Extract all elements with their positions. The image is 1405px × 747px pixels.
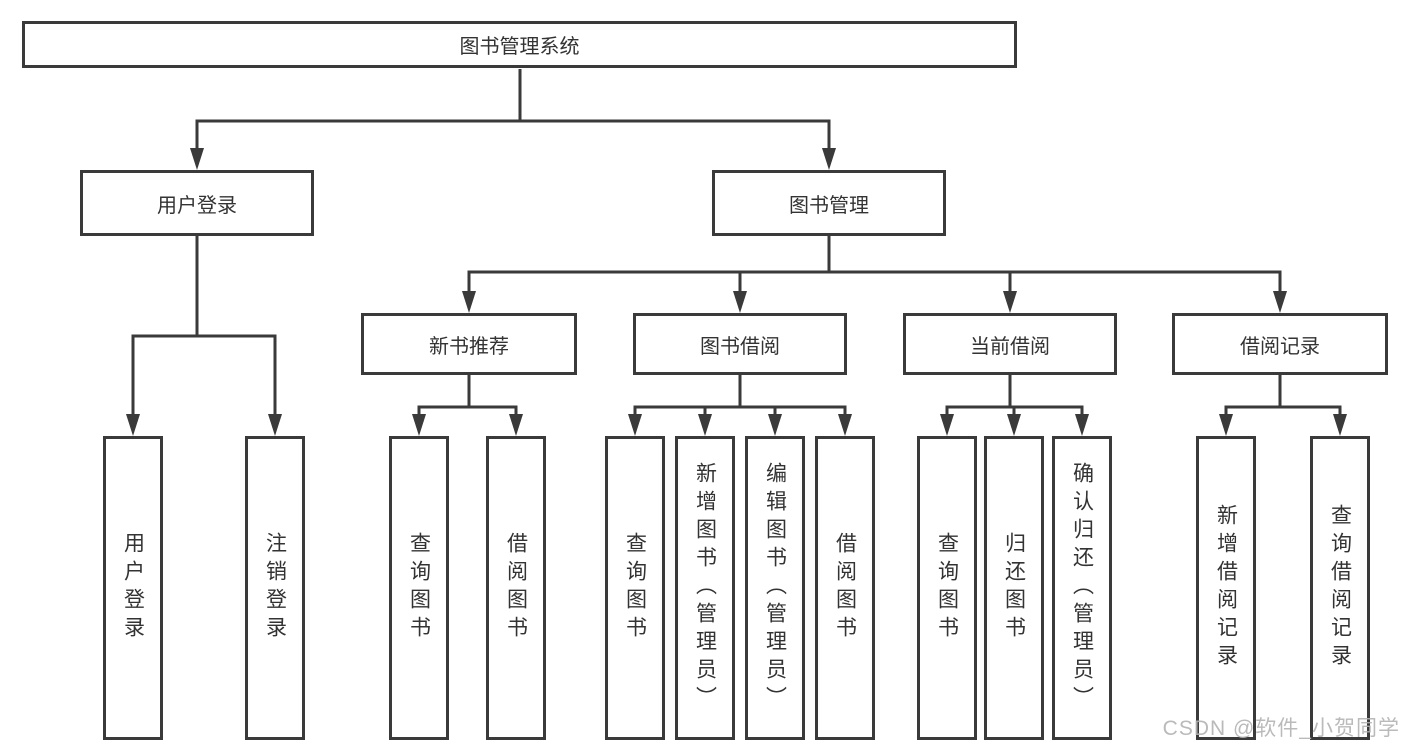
- node-borrowing-records: 借阅记录: [1172, 313, 1388, 375]
- leaf-query-books-borrowing: 查询图书: [605, 436, 665, 740]
- node-label: 当前借阅: [970, 335, 1050, 358]
- node-label: 图书借阅: [700, 335, 780, 358]
- arrowheads: [126, 148, 1347, 436]
- node-book-borrowing: 图书借阅: [633, 313, 847, 375]
- leaf-borrow-books: 借阅图书: [815, 436, 875, 740]
- node-label: 查询图书: [935, 532, 959, 644]
- node-label: 查询图书: [623, 532, 647, 644]
- node-user-login-branch: 用户登录: [80, 170, 314, 236]
- node-label: 借阅图书: [504, 532, 528, 644]
- leaf-edit-book-admin: 编辑图书（管理员）: [745, 436, 805, 740]
- leaf-logout: 注销登录: [245, 436, 305, 740]
- node-label: 新增图书（管理员）: [693, 462, 717, 714]
- node-label: 图书管理系统: [459, 36, 580, 58]
- leaf-borrow-books-recommend: 借阅图书: [486, 436, 546, 740]
- node-label: 查询图书: [407, 532, 431, 644]
- node-label: 借阅图书: [833, 532, 857, 644]
- node-label: 新书推荐: [429, 335, 509, 358]
- node-label: 借阅记录: [1240, 335, 1320, 358]
- node-new-book-recommend: 新书推荐: [361, 313, 577, 375]
- leaf-add-book-admin: 新增图书（管理员）: [675, 436, 735, 740]
- node-current-borrowing: 当前借阅: [903, 313, 1117, 375]
- leaf-add-borrow-record: 新增借阅记录: [1196, 436, 1256, 740]
- node-label: 新增借阅记录: [1214, 504, 1238, 672]
- leaf-return-book: 归还图书: [984, 436, 1044, 740]
- leaf-user-login: 用户登录: [103, 436, 163, 740]
- leaf-query-books-current: 查询图书: [917, 436, 977, 740]
- node-library-management-system: 图书管理系统: [22, 21, 1017, 68]
- leaf-query-books-recommend: 查询图书: [389, 436, 449, 740]
- leaf-confirm-return-admin: 确认归还（管理员）: [1052, 436, 1112, 740]
- node-label: 图书管理: [789, 194, 869, 217]
- csdn-watermark: CSDN @软件_小贺同学: [1162, 717, 1400, 740]
- leaf-query-borrow-record: 查询借阅记录: [1310, 436, 1370, 740]
- node-label: 用户登录: [121, 532, 145, 644]
- node-book-management: 图书管理: [712, 170, 946, 236]
- node-label: 查询借阅记录: [1328, 504, 1352, 672]
- node-label: 用户登录: [157, 194, 237, 217]
- node-label: 确认归还（管理员）: [1070, 462, 1094, 714]
- node-label: 归还图书: [1002, 532, 1026, 644]
- node-label: 编辑图书（管理员）: [763, 462, 787, 714]
- node-label: 注销登录: [263, 532, 287, 644]
